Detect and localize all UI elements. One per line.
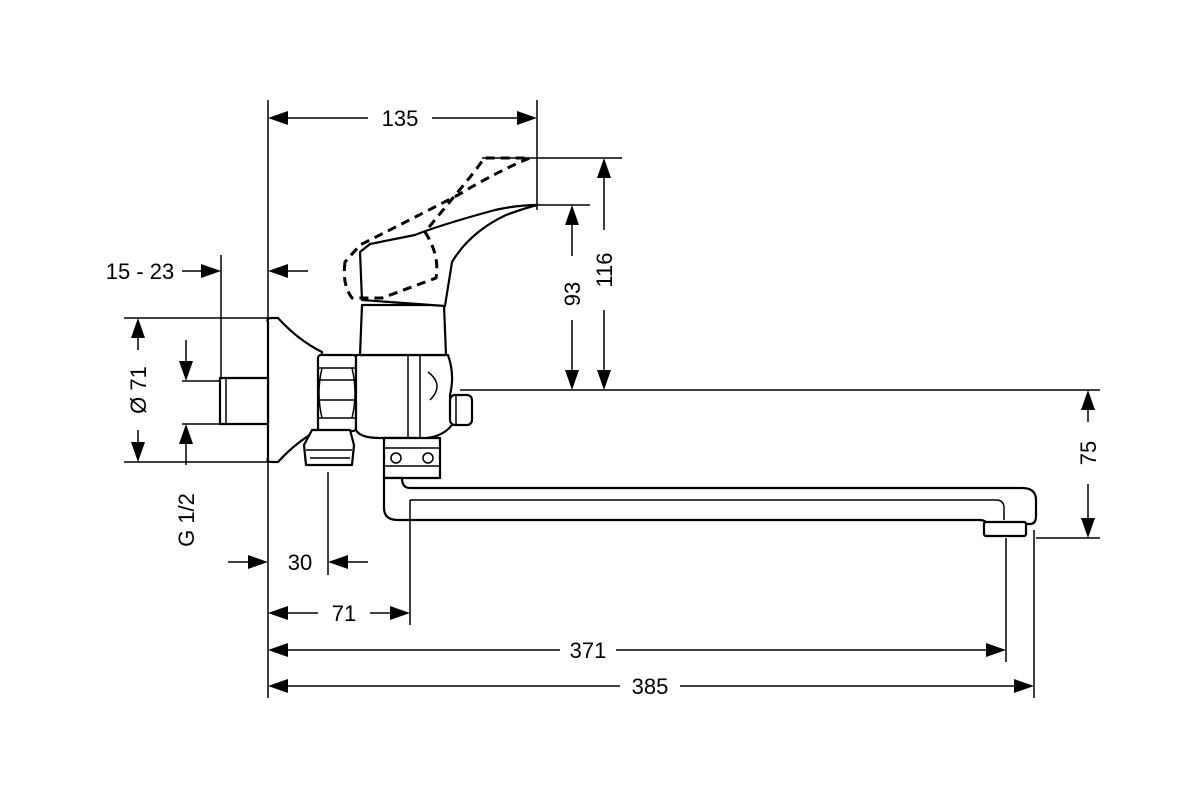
dim-g12-label: G 1/2 xyxy=(174,493,199,547)
dim-diameter-71-label: Ø 71 xyxy=(126,366,151,414)
spout xyxy=(382,476,1038,526)
pipe-stub xyxy=(218,376,270,426)
dim-71-label: 71 xyxy=(332,601,356,626)
dimension-116: 116 xyxy=(592,158,617,390)
dim-116-label: 116 xyxy=(592,252,617,287)
shower-outlet xyxy=(302,428,356,467)
dimension-75: 75 xyxy=(1076,390,1101,538)
dim-93-label: 93 xyxy=(560,282,585,306)
diverter-knob xyxy=(448,393,474,427)
dimension-385: 385 xyxy=(268,674,1034,699)
extension-lines xyxy=(124,100,1100,698)
cartridge-housing xyxy=(358,303,448,357)
dim-135-label: 135 xyxy=(382,106,419,131)
aerator xyxy=(982,520,1028,538)
dim-30-label: 30 xyxy=(288,550,312,575)
dim-385-label: 385 xyxy=(632,674,669,699)
spout-neck xyxy=(382,436,442,480)
dimension-71: 71 xyxy=(268,601,410,626)
dim-371-label: 371 xyxy=(570,638,607,663)
dimension-371: 371 xyxy=(268,638,1006,663)
eccentric-nut xyxy=(316,353,358,433)
dimension-135: 135 xyxy=(268,106,537,131)
dimension-93: 93 xyxy=(560,205,585,390)
faucet-outline xyxy=(218,156,1038,538)
dimension-diameter-71: Ø 71 xyxy=(126,318,151,462)
lever-handle xyxy=(358,203,540,308)
dimension-30: 30 xyxy=(228,550,368,575)
dimension-g12: G 1/2 xyxy=(174,340,199,547)
dim-75-label: 75 xyxy=(1076,441,1101,465)
dimension-15-23: 15 - 23 xyxy=(106,259,308,284)
dim-15-23-label: 15 - 23 xyxy=(106,259,175,284)
mixer-body xyxy=(354,353,454,440)
lever-open-position xyxy=(342,156,532,300)
